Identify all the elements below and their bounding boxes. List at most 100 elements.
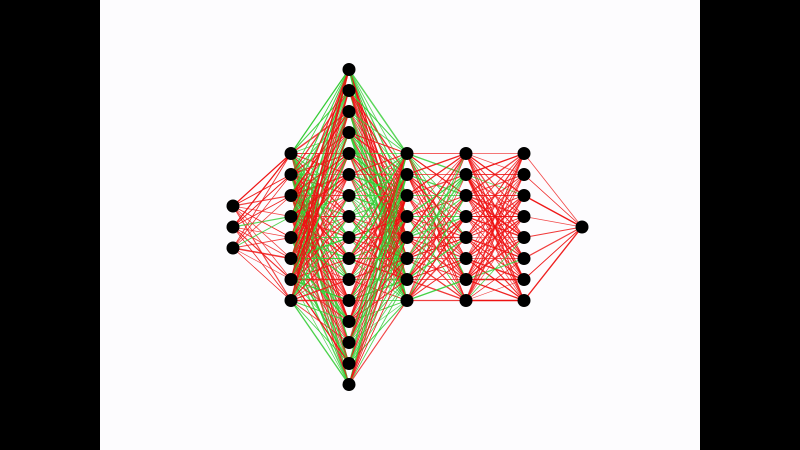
weight-edge [406, 174, 467, 301]
neuron-node [517, 294, 531, 307]
neuron-node [226, 241, 240, 255]
weight-edge [348, 237, 408, 385]
weight-edge [406, 153, 467, 280]
weight-edge [290, 216, 350, 301]
weight-edge [406, 258, 467, 301]
weight-edge [348, 153, 408, 238]
weight-edge [348, 258, 408, 385]
weight-edge [523, 226, 583, 301]
weight-edge [465, 153, 525, 259]
neuron-node [284, 231, 298, 244]
weight-edge [406, 153, 467, 301]
neuron-node [517, 147, 531, 160]
weight-edge [348, 111, 408, 154]
neuron-node [342, 231, 356, 244]
weight-edge [290, 69, 350, 259]
weight-edge [465, 153, 525, 280]
neuron-node [575, 220, 589, 234]
weight-edge [523, 174, 583, 228]
neuron-node [342, 273, 356, 286]
weight-edge [406, 152, 467, 176]
weight-edge [465, 152, 525, 176]
neuron-node [400, 189, 414, 202]
weight-edge [232, 247, 292, 260]
weight-edge [290, 69, 350, 280]
neuron-node [342, 357, 356, 370]
neuron-node [459, 252, 473, 265]
neuron-node [284, 252, 298, 265]
neuron-node [517, 210, 531, 223]
weight-edge [465, 279, 525, 301]
neuron-node [400, 168, 414, 181]
weight-edge [523, 226, 583, 239]
weight-edge [348, 279, 408, 385]
weight-edge [232, 247, 292, 280]
weight-edge [348, 90, 408, 154]
weight-edge [232, 153, 292, 207]
neuron-node [459, 294, 473, 307]
weight-edge [465, 258, 525, 301]
weight-edge [232, 237, 292, 249]
weight-edge [290, 90, 350, 301]
neuron-node [284, 294, 298, 307]
weight-edge [406, 278, 467, 302]
neuron-node [459, 210, 473, 223]
weight-edge [348, 174, 408, 385]
weight-edge [406, 236, 467, 302]
neuron-node [342, 252, 356, 265]
neuron-node [517, 273, 531, 286]
weight-edge [232, 216, 292, 249]
weight-edge [348, 131, 408, 155]
weight-edge [465, 237, 525, 301]
weight-edge [290, 300, 350, 343]
neuron-node [284, 273, 298, 286]
neuron-node [400, 147, 414, 160]
neuron-node [517, 252, 531, 265]
weight-edge [290, 69, 350, 154]
weight-edge [406, 153, 467, 238]
weight-edge [348, 153, 408, 385]
neuron-node [284, 210, 298, 223]
weight-edge [290, 300, 350, 364]
neuron-node [459, 231, 473, 244]
weight-edge [232, 195, 292, 249]
weight-edge [290, 300, 350, 322]
weight-edge [232, 174, 292, 249]
weight-edge [290, 132, 350, 301]
weight-edge [523, 226, 583, 260]
weight-edge [406, 153, 467, 217]
neuron-node [400, 210, 414, 223]
weight-edge [232, 153, 292, 249]
weight-edge [465, 195, 525, 301]
neuron-node [459, 168, 473, 181]
weight-edge [348, 153, 408, 217]
neuron-node [517, 168, 531, 181]
neural-network-diagram [226, 63, 589, 391]
weight-edge [348, 152, 408, 176]
weight-edge [290, 69, 350, 238]
weight-edge [290, 69, 350, 175]
neuron-node [400, 252, 414, 265]
weight-edge [290, 237, 350, 301]
neuron-node [342, 105, 356, 118]
neuron-node [342, 336, 356, 349]
weight-edge [465, 153, 525, 301]
neuron-node [342, 126, 356, 139]
neuron-node [342, 168, 356, 181]
neuron-node [517, 189, 531, 202]
weight-edge [348, 153, 408, 301]
weight-edge [523, 216, 583, 228]
weight-connections [232, 69, 583, 385]
weight-edge [523, 226, 583, 280]
neuron-node [284, 147, 298, 160]
neurons [226, 63, 589, 391]
weight-edge [290, 153, 350, 301]
weight-edge [348, 153, 408, 280]
neuron-node [342, 315, 356, 328]
diagram-canvas [100, 0, 700, 450]
neuron-node [342, 210, 356, 223]
weight-edge [465, 153, 525, 217]
weight-edge [406, 152, 467, 197]
weight-edge [406, 216, 467, 301]
